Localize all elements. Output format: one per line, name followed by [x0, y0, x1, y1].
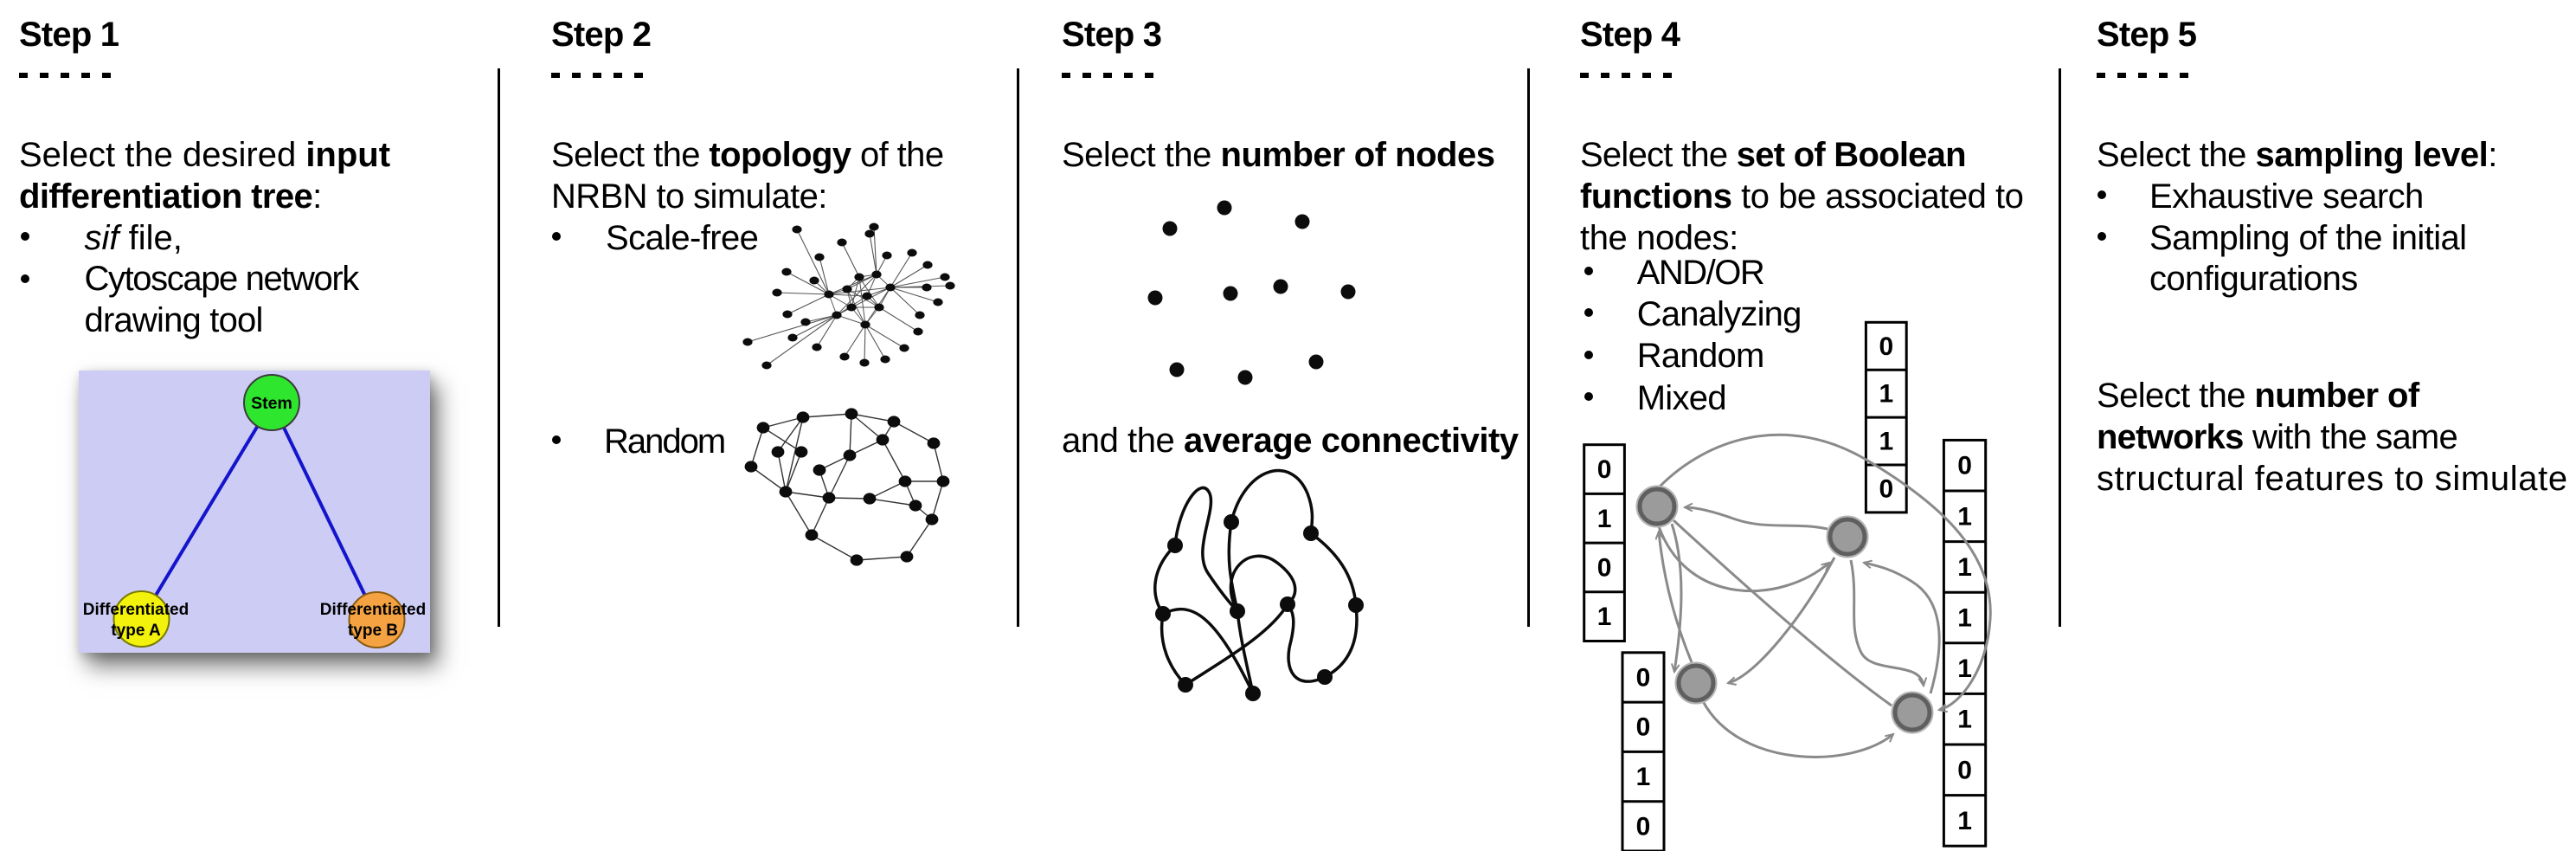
svg-text:0: 0	[1636, 713, 1651, 742]
svg-text:0: 0	[1879, 332, 1893, 361]
svg-text:0: 0	[1636, 812, 1651, 841]
svg-text:1: 1	[1957, 654, 1972, 683]
svg-text:0: 0	[1879, 474, 1893, 503]
svg-text:1: 1	[1879, 428, 1893, 456]
svg-text:1: 1	[1597, 505, 1612, 533]
svg-text:0: 0	[1597, 554, 1612, 583]
svg-text:1: 1	[1636, 763, 1651, 791]
svg-text:Differentiated: Differentiated	[320, 601, 426, 619]
svg-text:type B: type B	[348, 622, 398, 640]
svg-text:1: 1	[1957, 604, 1972, 633]
svg-text:0: 0	[1636, 663, 1651, 692]
svg-text:1: 1	[1957, 807, 1972, 835]
svg-text:Stem: Stem	[251, 394, 292, 413]
svg-text:1: 1	[1597, 603, 1612, 631]
svg-text:0: 0	[1957, 756, 1972, 784]
svg-text:0: 0	[1597, 455, 1612, 484]
svg-text:1: 1	[1957, 553, 1972, 582]
svg-text:1: 1	[1957, 502, 1972, 531]
svg-text:type A: type A	[111, 622, 161, 640]
svg-text:0: 0	[1957, 452, 1972, 480]
svg-text:Differentiated: Differentiated	[83, 601, 189, 619]
svg-text:1: 1	[1957, 706, 1972, 734]
svg-text:1: 1	[1879, 380, 1893, 409]
